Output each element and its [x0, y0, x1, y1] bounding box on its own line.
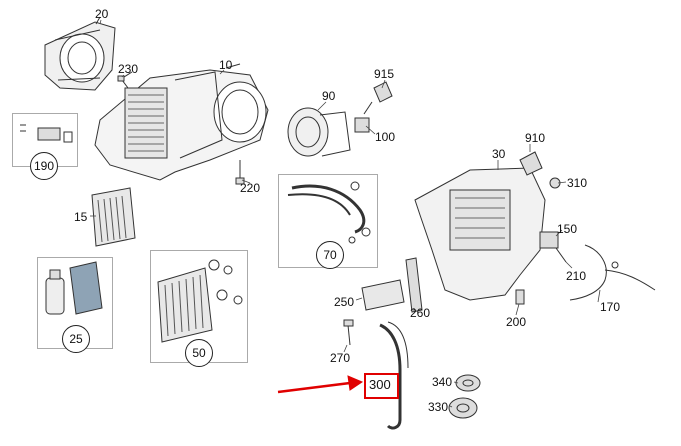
callout-260[interactable]: 260: [410, 306, 431, 320]
part-150-illustration: [539, 231, 567, 263]
callout-270[interactable]: 270: [330, 351, 351, 365]
part-330-illustration: [448, 397, 478, 419]
part-915-illustration: [363, 81, 393, 115]
group-label-50[interactable]: 50: [185, 339, 213, 367]
highlight-arrow: [277, 375, 364, 394]
part-230-illustration: [117, 71, 133, 89]
callout-340[interactable]: 340: [432, 375, 453, 389]
group-label-70[interactable]: 70: [316, 241, 344, 269]
part-50-illustration: [157, 259, 243, 343]
callout-230[interactable]: 230: [118, 62, 139, 76]
callout-220[interactable]: 220: [240, 181, 261, 195]
callout-150[interactable]: 150: [557, 222, 578, 236]
callout-20[interactable]: 20: [95, 7, 109, 21]
part-25-illustration: [45, 261, 103, 315]
part-20-illustration: [44, 16, 116, 91]
callout-170[interactable]: 170: [600, 300, 621, 314]
part-250-illustration: [361, 279, 405, 311]
callout-915[interactable]: 915: [374, 67, 395, 81]
callout-30[interactable]: 30: [492, 147, 506, 161]
callout-250[interactable]: 250: [334, 295, 355, 309]
callout-100[interactable]: 100: [375, 130, 396, 144]
highlight-box-300[interactable]: [364, 373, 399, 399]
callout-90[interactable]: 90: [322, 89, 336, 103]
part-30-illustration: [414, 151, 561, 301]
part-190-illustration: [20, 124, 73, 143]
part-15-illustration: [91, 187, 136, 247]
part-340-illustration: [455, 374, 481, 392]
group-label-190[interactable]: 190: [30, 152, 58, 180]
callout-200[interactable]: 200: [506, 315, 527, 329]
callout-300[interactable]: 300: [369, 377, 391, 392]
part-270-illustration: [343, 319, 354, 346]
callout-310[interactable]: 310: [567, 176, 588, 190]
group-label-25[interactable]: 25: [62, 325, 90, 353]
part-260-illustration: [405, 257, 423, 313]
part-70-illustration: [287, 181, 371, 244]
callout-910[interactable]: 910: [525, 131, 546, 145]
part-300-illustration: [379, 321, 409, 430]
part-10-illustration: [94, 63, 269, 181]
callout-15[interactable]: 15: [74, 210, 88, 224]
callout-330[interactable]: 330: [428, 400, 449, 414]
callout-210[interactable]: 210: [566, 269, 587, 283]
callout-10[interactable]: 10: [219, 58, 233, 72]
part-200-illustration: [515, 289, 525, 305]
part-170-illustration: [569, 244, 656, 301]
part-90-illustration: [287, 107, 370, 157]
